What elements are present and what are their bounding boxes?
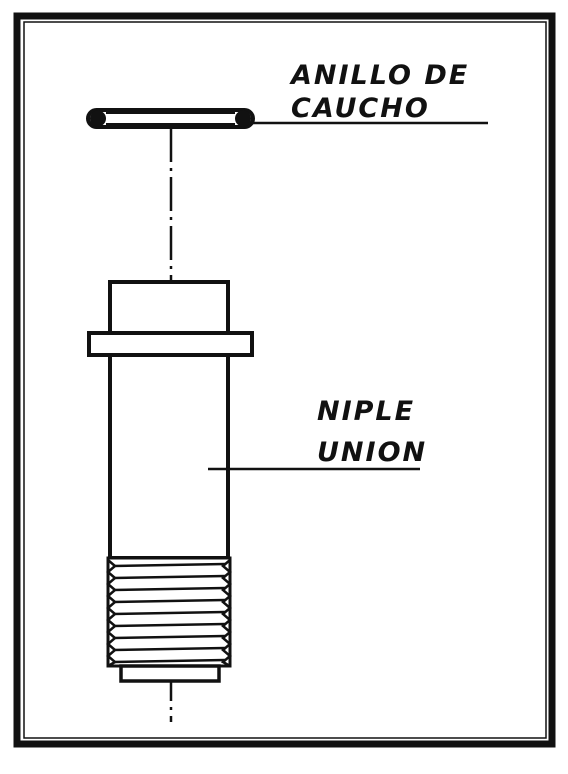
union-nipple-part bbox=[87, 280, 254, 683]
rubber-ring-part bbox=[86, 108, 255, 129]
nipple-label-line2: UNION bbox=[317, 437, 427, 468]
diagram-frame bbox=[13, 12, 556, 748]
diagram-inner-frame bbox=[23, 21, 547, 739]
ring-label-line2: CAUCHO bbox=[291, 93, 430, 124]
ring-label-line1: ANILLO DE bbox=[289, 60, 469, 91]
nipple-label-line1: NIPLE bbox=[317, 396, 415, 427]
